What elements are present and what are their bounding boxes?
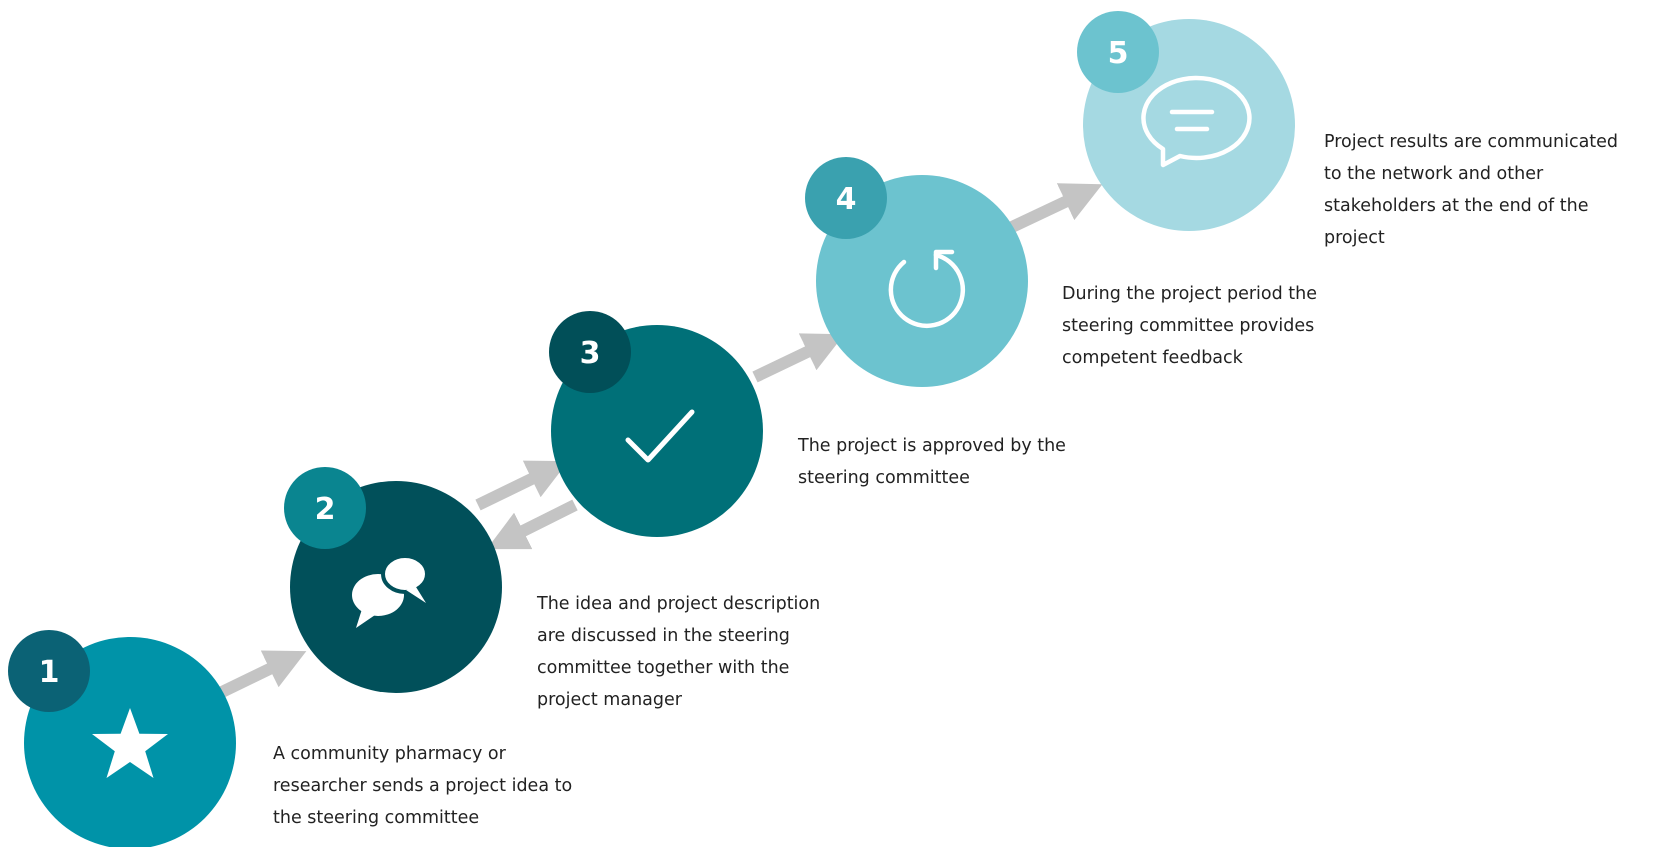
step-1-number: 1 bbox=[39, 655, 60, 690]
step-3-badge bbox=[549, 311, 631, 393]
step-3-description: The project is approved by the steering … bbox=[798, 430, 1066, 494]
step-3-line-2: steering committee bbox=[798, 468, 970, 488]
step-5-number: 5 bbox=[1108, 36, 1129, 71]
step-2-badge bbox=[284, 467, 366, 549]
arrow-step2-to-step3 bbox=[475, 460, 569, 511]
checkmark-icon bbox=[625, 409, 695, 463]
step-2-description: The idea and project description are dis… bbox=[537, 588, 820, 716]
step-1-line-2: researcher sends a project idea to bbox=[273, 776, 573, 796]
step-2-line-1: The idea and project description bbox=[537, 594, 821, 614]
step-4-line-1: During the project period the bbox=[1062, 284, 1317, 304]
step-3: 3 bbox=[549, 311, 763, 537]
refresh-icon bbox=[888, 249, 966, 329]
speech-bubbles-icon bbox=[352, 554, 429, 628]
arrow-step3-to-step2 bbox=[486, 499, 578, 550]
arrow-step3-to-step4 bbox=[752, 333, 845, 383]
arrow-step1-to-step2 bbox=[219, 650, 307, 698]
step-4-description: During the project period the steering c… bbox=[1062, 278, 1317, 374]
step-5-description: Project results are communicated to the … bbox=[1324, 126, 1618, 254]
step-4-line-3: competent feedback bbox=[1062, 348, 1243, 368]
step-5: 5 bbox=[1077, 11, 1295, 231]
step-1-badge bbox=[8, 630, 90, 712]
step-5-line-4: project bbox=[1324, 228, 1385, 248]
step-2-line-2: are discussed in the steering bbox=[537, 626, 790, 646]
step-2-line-4: project manager bbox=[537, 690, 682, 710]
chat-bubble-icon bbox=[1141, 75, 1252, 168]
step-2-number: 2 bbox=[315, 492, 336, 527]
step-5-line-1: Project results are communicated bbox=[1324, 132, 1619, 152]
step-3-line-1: The project is approved by the bbox=[798, 436, 1066, 456]
step-4-line-2: steering committee provides bbox=[1062, 316, 1315, 336]
step-5-line-2: to the network and other bbox=[1324, 164, 1544, 184]
step-4-number: 4 bbox=[836, 182, 857, 217]
step-4: 4 bbox=[805, 157, 1028, 387]
arrow-step4-to-step5 bbox=[1009, 183, 1103, 233]
step-4-badge bbox=[805, 157, 887, 239]
step-3-number: 3 bbox=[580, 336, 601, 371]
step-1-line-3: the steering committee bbox=[273, 808, 480, 828]
step-1-description: A community pharmacy or researcher sends… bbox=[273, 738, 572, 834]
step-1: 1 bbox=[8, 630, 236, 847]
step-5-line-3: stakeholders at the end of the bbox=[1324, 196, 1589, 216]
step-2: 2 bbox=[284, 467, 502, 693]
step-1-line-1: A community pharmacy or bbox=[273, 744, 506, 764]
step-5-badge bbox=[1077, 11, 1159, 93]
star-icon bbox=[92, 708, 168, 778]
step-2-line-3: committee together with the bbox=[537, 658, 790, 678]
connector-arrows bbox=[219, 183, 1103, 698]
